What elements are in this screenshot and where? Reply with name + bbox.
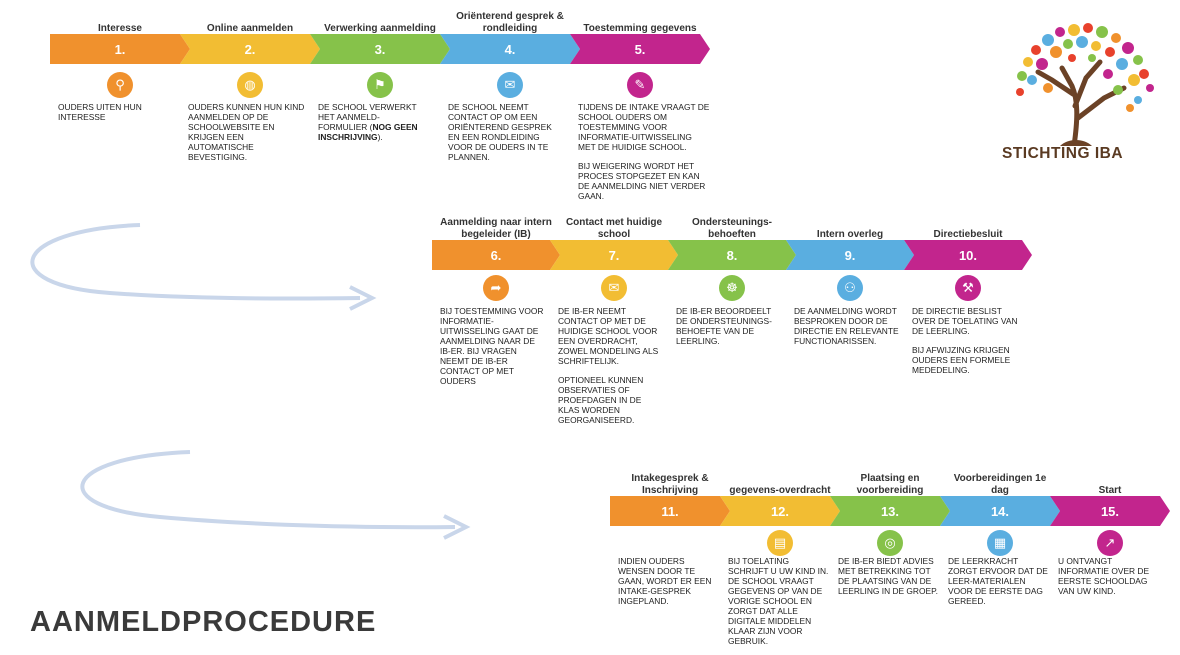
step-10-title: Directiebesluit: [933, 228, 1003, 240]
step-7-title: Contact met huidige school: [565, 217, 663, 240]
step-15-number: 15.: [1100, 503, 1120, 519]
step-14-title: Voorbereidingen 1e dag: [953, 473, 1047, 496]
step-4-title: Oriënterend gesprek & rondleiding: [456, 11, 564, 34]
page-title: AANMELDPROCEDURE: [30, 606, 377, 638]
step-4-description: De school neemt contact op om een oriënt…: [448, 102, 552, 162]
binoculars-icon: ⚲: [107, 72, 133, 98]
step-8-title: Ondersteunings-behoeften: [691, 217, 772, 240]
step-11-chevron: 11.: [610, 496, 730, 526]
documents-icon: ▤: [767, 530, 793, 556]
step-8-number: 8.: [726, 247, 738, 263]
step-5-chevron: 5.: [570, 34, 710, 64]
trend-up-icon: ↗: [1097, 530, 1123, 556]
step-4-chevron: 4.: [440, 34, 580, 64]
gavel-icon: ⚒: [955, 275, 981, 301]
support-hand-icon: ☸: [719, 275, 745, 301]
step-6-chevron: 6.: [432, 240, 560, 270]
calendar-icon: ▦: [987, 530, 1013, 556]
step-12-chevron: 12.: [720, 496, 840, 526]
step-14-number: 14.: [990, 503, 1010, 519]
step-14-chevron: 14.: [940, 496, 1060, 526]
step-6-number: 6.: [490, 247, 502, 263]
step-3-title: Verwerking aanmelding: [324, 22, 436, 34]
step-1-description: Ouders uiten hun interesse: [58, 102, 142, 122]
step-2-chevron: 2.: [180, 34, 320, 64]
step-5-title: Toestemming gegevens: [583, 22, 697, 34]
step-1-chevron: 1.: [50, 34, 190, 64]
step-7-chevron: 7.: [550, 240, 678, 270]
step-8-description: De IB-er beoordeelt de ondersteunings-be…: [676, 306, 772, 346]
step-10-chevron: 10.: [904, 240, 1032, 270]
step-1-title: Interesse: [98, 22, 142, 34]
step-5-description: Tijdens de intake vraagt de school ouder…: [578, 102, 710, 201]
logo-text: STICHTING IBA: [1002, 145, 1124, 162]
step-3-chevron: 3.: [310, 34, 450, 64]
step-9-description: De aanmelding wordt besproken door de di…: [794, 306, 899, 346]
step-10-description: De directie beslist over de toelating va…: [912, 306, 1018, 375]
step-12-title: gegevens-overdracht: [729, 484, 831, 496]
consent-icon: ✎: [627, 72, 653, 98]
envelope-icon: ✉: [601, 275, 627, 301]
meeting-icon: ⚇: [837, 275, 863, 301]
step-2-description: Ouders kunnen hun kind aanmelden op de s…: [188, 102, 305, 162]
step-2-number: 2.: [244, 41, 256, 57]
forward-arrow-icon: ➦: [483, 275, 509, 301]
target-icon: ◎: [877, 530, 903, 556]
step-9-title: Intern overleg: [816, 228, 884, 240]
step-13-title: Plaatsing en voorbereiding: [856, 473, 924, 496]
step-4-number: 4.: [504, 41, 516, 57]
connector-arrow-2: [80, 450, 471, 540]
step-13-chevron: 13.: [830, 496, 950, 526]
tree-logo-icon: [1016, 23, 1154, 146]
step-5-number: 5.: [634, 41, 646, 57]
step-8-chevron: 8.: [668, 240, 796, 270]
step-2-title: Online aanmelden: [206, 22, 294, 34]
step-14-description: De leerkracht zorgt ervoor dat de leer-m…: [948, 556, 1048, 606]
step-7-number: 7.: [608, 247, 620, 263]
step-9-chevron: 9.: [786, 240, 914, 270]
step-15-chevron: 15.: [1050, 496, 1170, 526]
step-11-number: 11.: [661, 503, 679, 519]
step-7-description: De IB-er neemt contact op met de huidige…: [558, 306, 659, 425]
globe-icon: ◍: [237, 72, 263, 98]
step-12-number: 12.: [770, 503, 790, 519]
step-3-number: 3.: [374, 41, 386, 57]
step-1-number: 1.: [114, 41, 126, 57]
step-6-description: Bij toestemming voor informatie-uitwisse…: [440, 306, 544, 386]
presenter-icon: ⚑: [367, 72, 393, 98]
step-15-description: U ontvangt informatie over de eerste sch…: [1058, 556, 1150, 596]
step-3-description: De school verwerkt het aanmeld-formulier…: [318, 102, 418, 142]
step-12-description: Bij toelating schrijft u uw kind in. De …: [728, 556, 829, 646]
connector-arrow-1: [30, 223, 377, 311]
chat-bubbles-icon: ✉: [497, 72, 523, 98]
step-11-title: Intakegesprek & Inschrijving: [631, 473, 709, 496]
step-13-number: 13.: [880, 503, 900, 519]
step-13-description: De IB-er biedt advies met betrekking tot…: [838, 556, 938, 596]
step-15-title: Start: [1098, 484, 1122, 496]
step-10-number: 10.: [958, 247, 978, 263]
step-6-title: Aanmelding naar intern begeleider (IB): [440, 217, 552, 240]
step-9-number: 9.: [844, 247, 856, 263]
